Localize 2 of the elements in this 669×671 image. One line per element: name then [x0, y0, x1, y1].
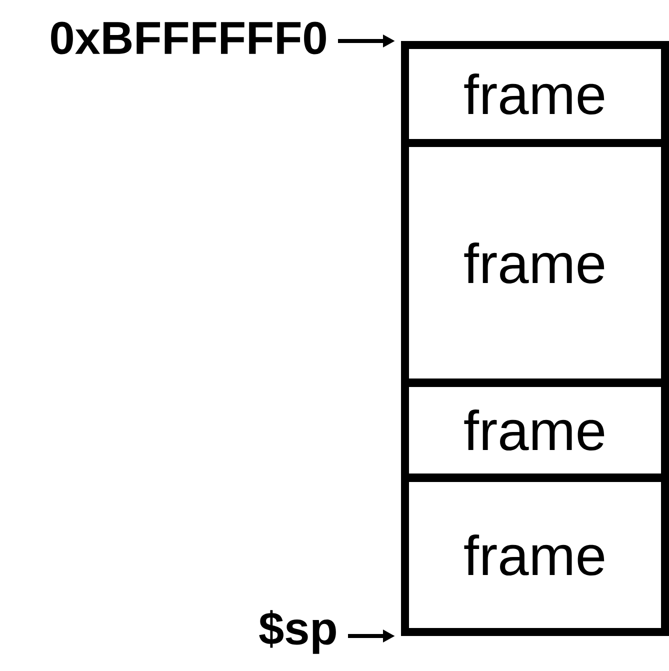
- address-label: 0xBFFFFFF0: [51, 22, 326, 54]
- address-label: $sp: [259, 610, 336, 654]
